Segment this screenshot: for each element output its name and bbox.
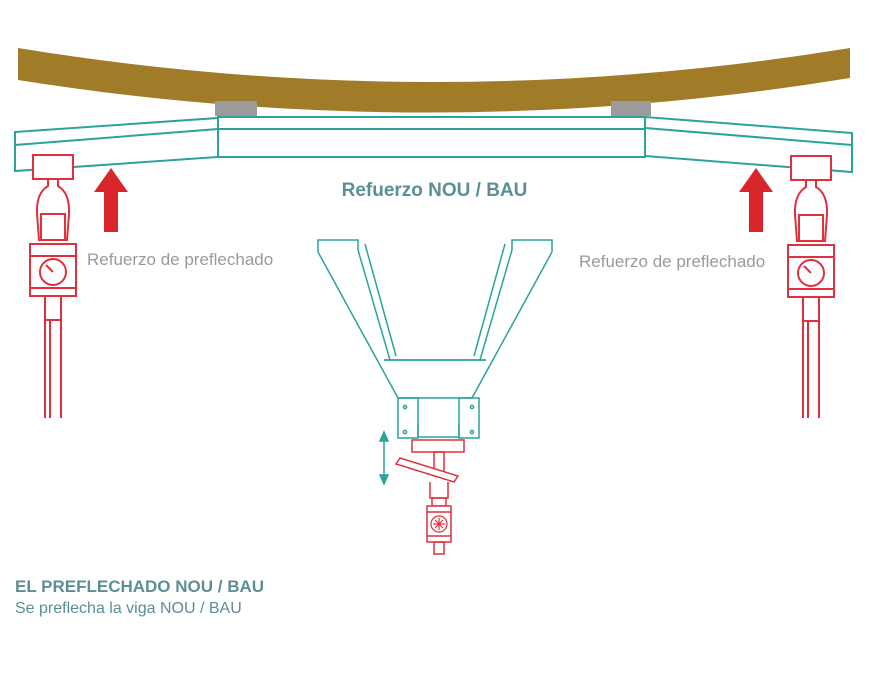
- support-pad-left: [215, 101, 257, 116]
- pressure-gauge-icon: [430, 515, 448, 533]
- pressure-gauge-icon: [797, 259, 825, 287]
- reinforcement-profile: [317, 239, 553, 439]
- center-clamp: [394, 439, 465, 555]
- side-label-left: Refuerzo de preflechado: [87, 250, 274, 269]
- jack-right: [787, 155, 835, 418]
- jack-left: [29, 154, 77, 418]
- double-arrow-icon: [378, 430, 390, 486]
- footer-subheading: Se preflecha la viga NOU / BAU: [15, 600, 242, 617]
- footer-heading: EL PREFLECHADO NOU / BAU: [15, 577, 265, 596]
- steel-beam: [14, 115, 853, 174]
- pressure-gauge-icon: [39, 258, 67, 286]
- diagram-title: Refuerzo NOU / BAU: [341, 180, 528, 201]
- up-arrow-icon: [94, 168, 128, 232]
- side-label-right: Refuerzo de preflechado: [579, 252, 766, 271]
- up-arrow-icon: [739, 168, 773, 232]
- timber-beam: [18, 48, 850, 113]
- support-pad-right: [611, 101, 651, 116]
